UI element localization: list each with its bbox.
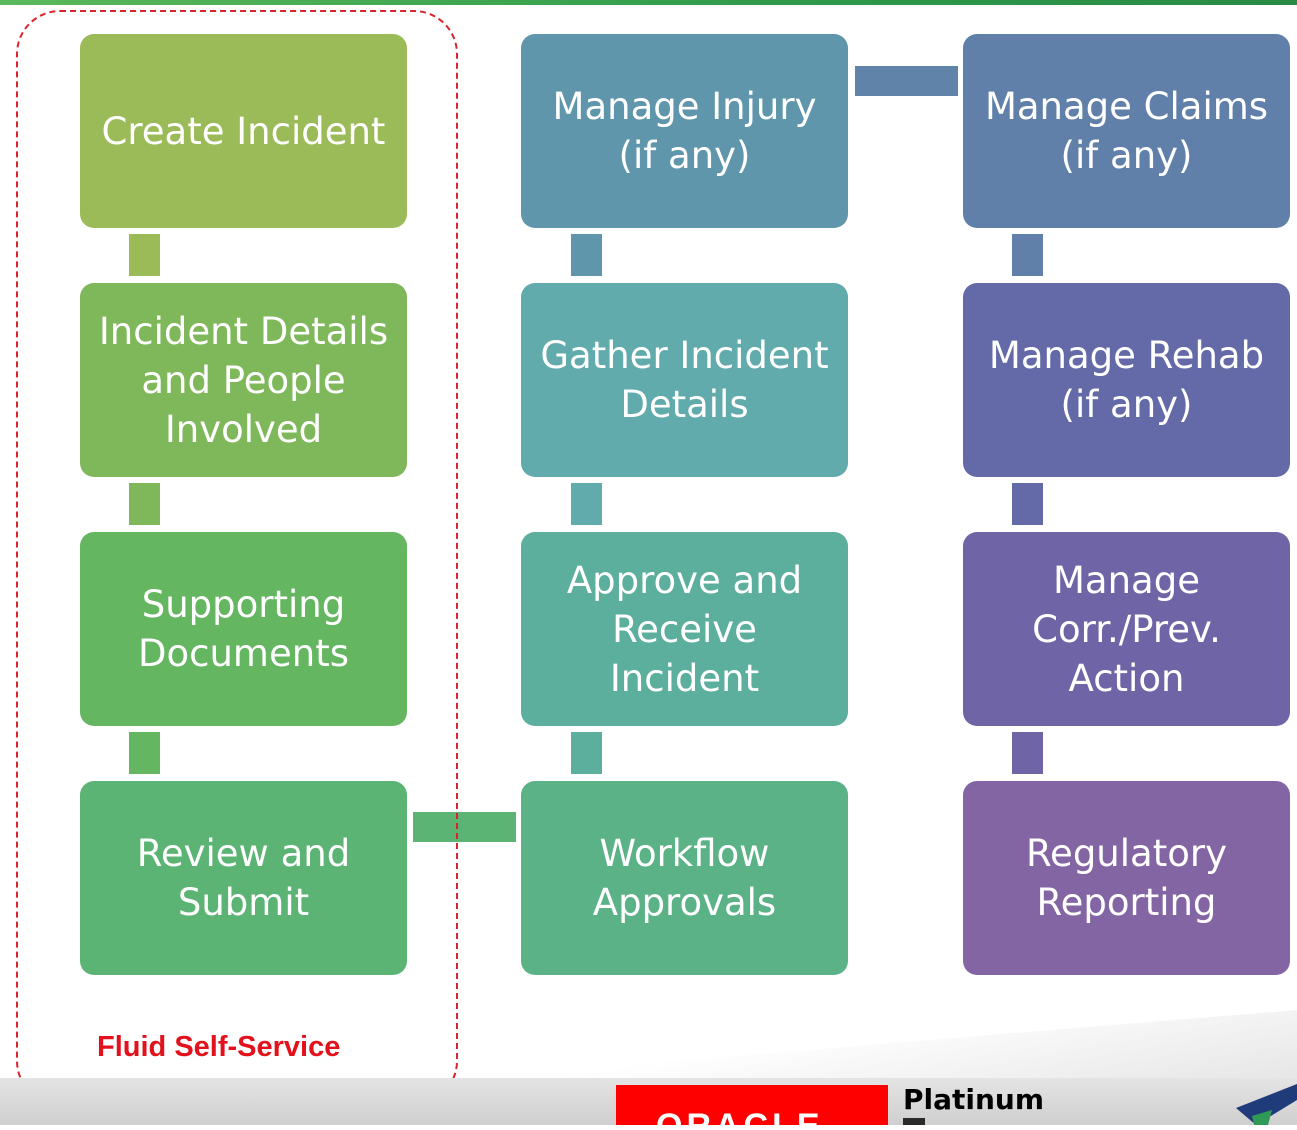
self-service-group-label: Fluid Self-Service (97, 1031, 341, 1063)
connector-review-to-workflow (413, 812, 516, 842)
step-create-incident: Create Incident (80, 34, 407, 228)
step-regulatory-reporting: Regulatory Reporting (963, 781, 1290, 975)
connector-claims-to-rehab (1012, 234, 1043, 276)
step-label: Create Incident (101, 109, 386, 153)
step-workflow-approvals: Workflow Approvals (521, 781, 848, 975)
partner-level-text: Platinum (903, 1083, 1045, 1116)
connector-gather-to-approve (571, 483, 602, 525)
step-supporting-documents: Supporting Documents (80, 532, 407, 726)
step-label: Workflow Approvals (592, 832, 777, 924)
step-label: Gather Incident Details (540, 334, 829, 426)
step-manage-corrective-action: Manage Corr./Prev. Action (963, 532, 1290, 726)
step-label: Manage Rehab (if any) (988, 334, 1265, 426)
connector-create-to-details (129, 234, 160, 276)
step-approve-and-receive: Approve and Receive Incident (521, 532, 848, 726)
connector-details-to-documents (129, 483, 160, 525)
step-label: Manage Claims (if any) (984, 85, 1269, 177)
self-service-group-outline (16, 10, 458, 1105)
step-label: Regulatory Reporting (1026, 832, 1227, 924)
step-manage-injury: Manage Injury (if any) (521, 34, 848, 228)
step-label: Incident Details and People Involved (98, 309, 389, 451)
step-incident-details: Incident Details and People Involved (80, 283, 407, 477)
partner-subtext-fragment (903, 1118, 925, 1125)
oracle-logo-text: ORACLE (656, 1107, 824, 1125)
step-label: Approve and Receive Incident (566, 558, 803, 700)
footer-wedge (440, 1010, 1297, 1080)
step-manage-rehab: Manage Rehab (if any) (963, 283, 1290, 477)
connector-injury-to-claims (855, 66, 958, 96)
step-label: Supporting Documents (138, 583, 349, 675)
step-label: Review and Submit (136, 832, 351, 924)
connector-approve-to-workflow (571, 732, 602, 774)
step-label: Manage Corr./Prev. Action (1032, 558, 1221, 700)
step-gather-incident-details: Gather Incident Details (521, 283, 848, 477)
connector-injury-to-gather (571, 234, 602, 276)
top-accent-bar (0, 0, 1297, 5)
connector-rehab-to-action (1012, 483, 1043, 525)
connector-documents-to-review (129, 732, 160, 774)
connector-action-to-reporting (1012, 732, 1043, 774)
partner-logo-icon (1232, 1080, 1297, 1130)
step-label: Manage Injury (if any) (552, 85, 817, 177)
oracle-logo: ORACLE (616, 1085, 888, 1125)
step-manage-claims: Manage Claims (if any) (963, 34, 1290, 228)
step-review-and-submit: Review and Submit (80, 781, 407, 975)
